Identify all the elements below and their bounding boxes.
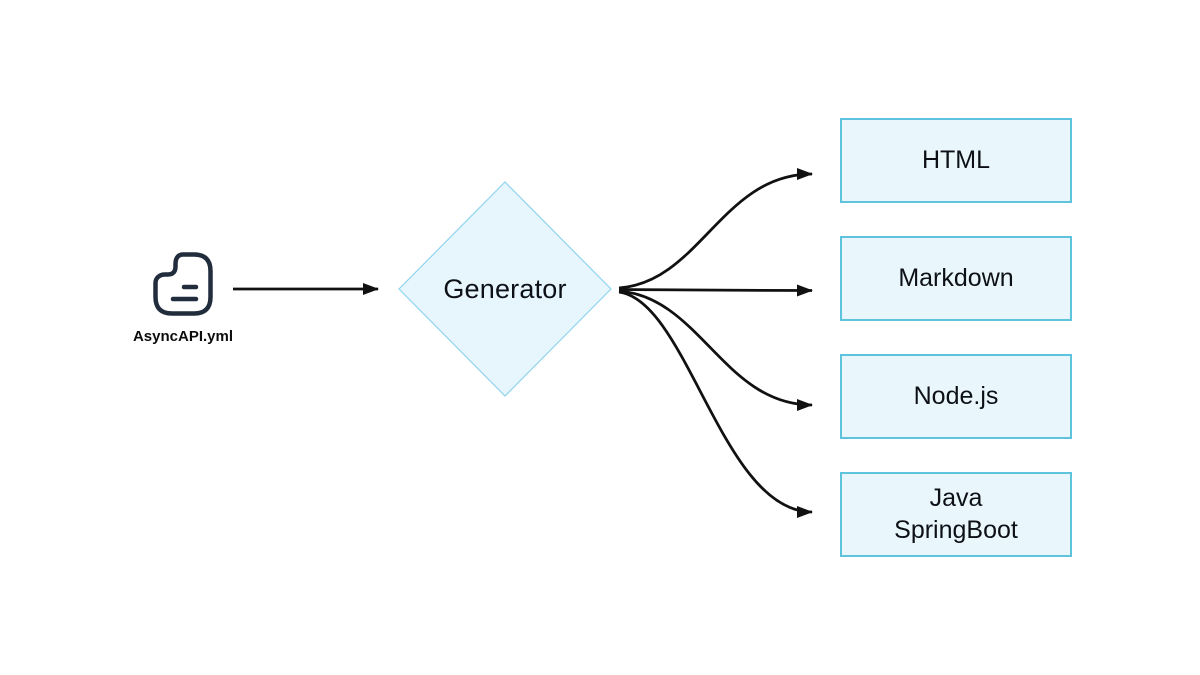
output-box-markdown: Markdown — [840, 236, 1072, 321]
generator-diamond — [398, 181, 612, 397]
arrow-generator-to-html — [618, 168, 813, 290]
output-box-java-springboot: Java SpringBoot — [840, 472, 1072, 557]
output-box-nodejs: Node.js — [840, 354, 1072, 439]
arrow-generator-to-nodejs — [618, 289, 813, 411]
source-file-label: AsyncAPI.yml — [132, 328, 234, 345]
file-lines-icon — [153, 252, 213, 316]
generator-label: Generator — [443, 273, 567, 304]
arrow-generator-to-markdown — [618, 284, 813, 297]
output-box-html: HTML — [840, 118, 1072, 203]
arrow-generator-to-java — [618, 290, 813, 518]
